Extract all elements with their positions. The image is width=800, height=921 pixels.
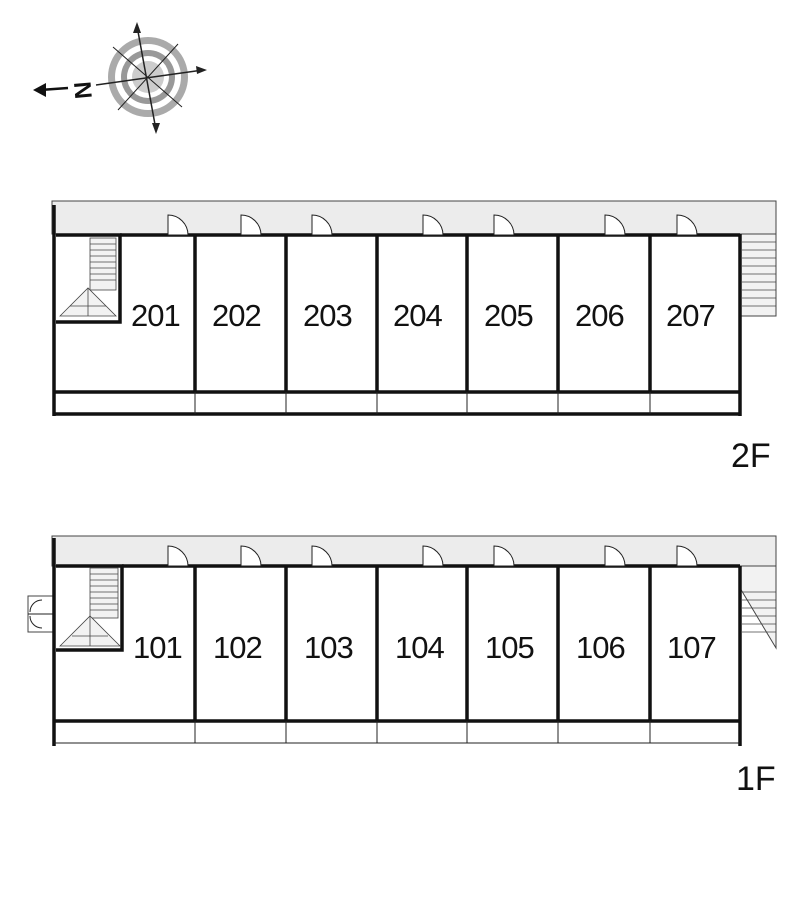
right-staircase (739, 233, 777, 317)
left-staircase (56, 233, 122, 324)
room-label: 105 (485, 630, 534, 665)
compass-rose-icon (95, 22, 207, 134)
doors (167, 545, 698, 567)
room-label: 207 (666, 298, 715, 333)
north-letter: N (69, 80, 97, 100)
room-label: 206 (575, 298, 624, 333)
floor-label: 1F (736, 760, 776, 798)
room-label: 101 (133, 630, 182, 665)
floor-1f: 101 102 103 104 105 106 107 1F (27, 535, 777, 798)
doors (167, 214, 698, 236)
floor-2f: 201 202 203 204 205 206 207 2F (51, 200, 777, 475)
corridor (51, 200, 777, 235)
floor-label: 2F (731, 437, 771, 475)
room-label: 104 (395, 630, 444, 665)
room-label: 102 (213, 630, 262, 665)
room-label: 205 (484, 298, 533, 333)
room-label: 202 (212, 298, 261, 333)
entrance-door-icon (27, 595, 55, 633)
corridor (51, 535, 777, 567)
room-label: 204 (393, 298, 442, 333)
right-staircase (739, 565, 777, 650)
room-label: 201 (131, 298, 180, 333)
room-label: 106 (576, 630, 625, 665)
room-label: 103 (304, 630, 353, 665)
left-staircase (56, 564, 124, 652)
room-label: 203 (303, 298, 352, 333)
north-arrow-icon (33, 83, 69, 97)
room-label: 107 (667, 630, 716, 665)
